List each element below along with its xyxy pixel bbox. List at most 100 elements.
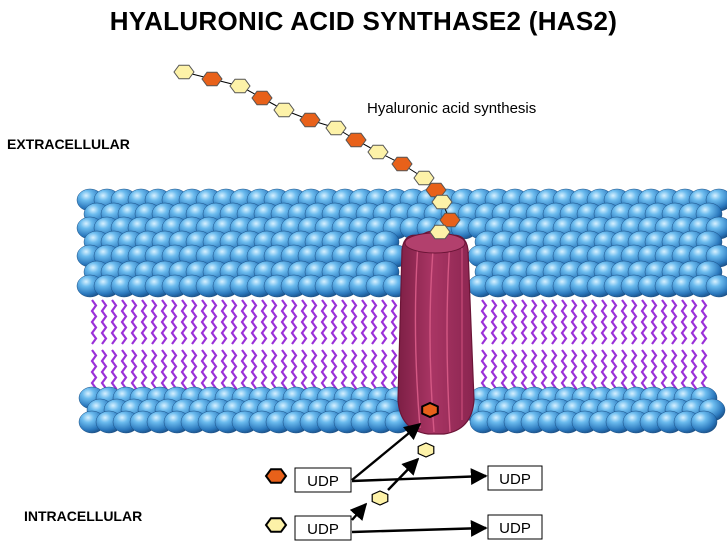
- lipid-tail: [350, 349, 358, 395]
- lipid-tail: [330, 349, 338, 395]
- lipid-tail: [150, 349, 158, 395]
- yellow-sugar-intermediates: [371, 442, 435, 506]
- lipid-tail: [140, 299, 148, 345]
- lipid-tail: [480, 349, 488, 395]
- donor-sugars: [264, 468, 288, 533]
- lipid-tail: [580, 299, 588, 345]
- lipid-tail: [240, 349, 248, 395]
- lipid-tail: [310, 349, 318, 395]
- inner-leaflet-heads: [78, 386, 726, 434]
- lipid-tail: [550, 349, 558, 395]
- lipid-tail: [650, 299, 658, 345]
- lipid-tail: [380, 349, 388, 395]
- orange-sugar-at-enzyme: [421, 401, 439, 419]
- lipid-tail: [170, 349, 178, 395]
- lipid-tail: [100, 349, 108, 395]
- udp-box-3: UDP: [294, 515, 352, 541]
- glucuronic-acid-unit: [391, 156, 413, 172]
- udp-box-2: UDP: [487, 465, 543, 491]
- lipid-tail: [90, 349, 98, 395]
- lipid-tail: [300, 349, 308, 395]
- diagram-title: HYALURONIC ACID SYNTHASE2 (HAS2): [109, 6, 618, 36]
- lipid-tail: [110, 299, 118, 345]
- n-acetylglucosamine-unit: [273, 102, 295, 118]
- outer-leaflet-heads: [76, 188, 727, 298]
- lipid-tail: [280, 299, 288, 345]
- lipid-tail: [190, 349, 198, 395]
- glucuronic-acid-unit: [251, 90, 273, 106]
- udp-box-4: UDP: [487, 514, 543, 540]
- lipid-tail: [260, 349, 268, 395]
- udp-label-1: UDP: [307, 473, 339, 490]
- lipid-tail: [660, 299, 668, 345]
- lipid-tail: [540, 299, 548, 345]
- lipid-tail: [570, 299, 578, 345]
- lipid-tail: [340, 299, 348, 345]
- lipid-tail: [360, 299, 368, 345]
- lipid-tail: [250, 299, 258, 345]
- n-acetylglucosamine-unit: [429, 224, 451, 240]
- lipid-tail: [180, 349, 188, 395]
- udp-label-2: UDP: [499, 471, 531, 488]
- lipid-tail: [670, 299, 678, 345]
- lipid-tail: [180, 299, 188, 345]
- has2-enzyme: [397, 230, 475, 435]
- lipid-tail: [530, 299, 538, 345]
- lipid-tail: [270, 349, 278, 395]
- lipid-tail: [640, 349, 648, 395]
- lipid-tail: [700, 299, 708, 345]
- lipid-tail: [650, 349, 658, 395]
- lipid-tail: [240, 299, 248, 345]
- n-acetylglucosamine-unit: [325, 120, 347, 136]
- lipid-tail: [550, 299, 558, 345]
- lipid-tail: [690, 349, 698, 395]
- lipid-tail: [320, 299, 328, 345]
- lipid-tail: [490, 299, 498, 345]
- lipid-tail: [260, 299, 268, 345]
- lipid-tail: [270, 299, 278, 345]
- intracellular-label: INTRACELLULAR: [24, 508, 143, 524]
- lipid-tail: [220, 349, 228, 395]
- lipid-tail: [250, 349, 258, 395]
- lipid-tail: [560, 349, 568, 395]
- lipid-tail: [540, 349, 548, 395]
- lipid-tail: [160, 299, 168, 345]
- lipid-tail: [350, 299, 358, 345]
- lipid-tail: [600, 299, 608, 345]
- arrow-glcnac-to-sugar1: [349, 502, 368, 521]
- lipid-head: [690, 410, 718, 434]
- lipid-tail: [390, 349, 398, 395]
- lipid-tail: [380, 299, 388, 345]
- hyaluronan-chain: [173, 64, 461, 240]
- lipid-tail: [210, 349, 218, 395]
- lipid-tail: [330, 299, 338, 345]
- udp-label-4: UDP: [499, 520, 531, 537]
- lipid-tail: [590, 299, 598, 345]
- lipid-tail: [630, 349, 638, 395]
- glucuronic-acid-unit: [299, 112, 321, 128]
- lipid-tail: [170, 299, 178, 345]
- lipid-tail: [110, 349, 118, 395]
- lipid-tail: [660, 349, 668, 395]
- lipid-head: [705, 274, 727, 298]
- lipid-tail: [390, 299, 398, 345]
- udp-label-3: UDP: [307, 521, 339, 538]
- extracellular-label: EXTRACELLULAR: [7, 136, 130, 152]
- lipid-tail: [520, 349, 528, 395]
- lipid-tail: [630, 299, 638, 345]
- lipid-tail: [600, 349, 608, 395]
- lipid-tails: [90, 299, 708, 395]
- lipid-tail: [120, 299, 128, 345]
- lipid-tail: [620, 349, 628, 395]
- lipid-tail: [500, 299, 508, 345]
- reaction-arrows: [349, 422, 488, 537]
- arrow-udp-release-top: [351, 468, 488, 485]
- lipid-tail: [670, 349, 678, 395]
- arrow-udp-release-bottom: [351, 520, 488, 537]
- lipid-tail: [680, 349, 688, 395]
- udp-box-1: UDP: [294, 467, 352, 493]
- n-acetylglucosamine-unit: [229, 78, 251, 94]
- lipid-tail: [140, 349, 148, 395]
